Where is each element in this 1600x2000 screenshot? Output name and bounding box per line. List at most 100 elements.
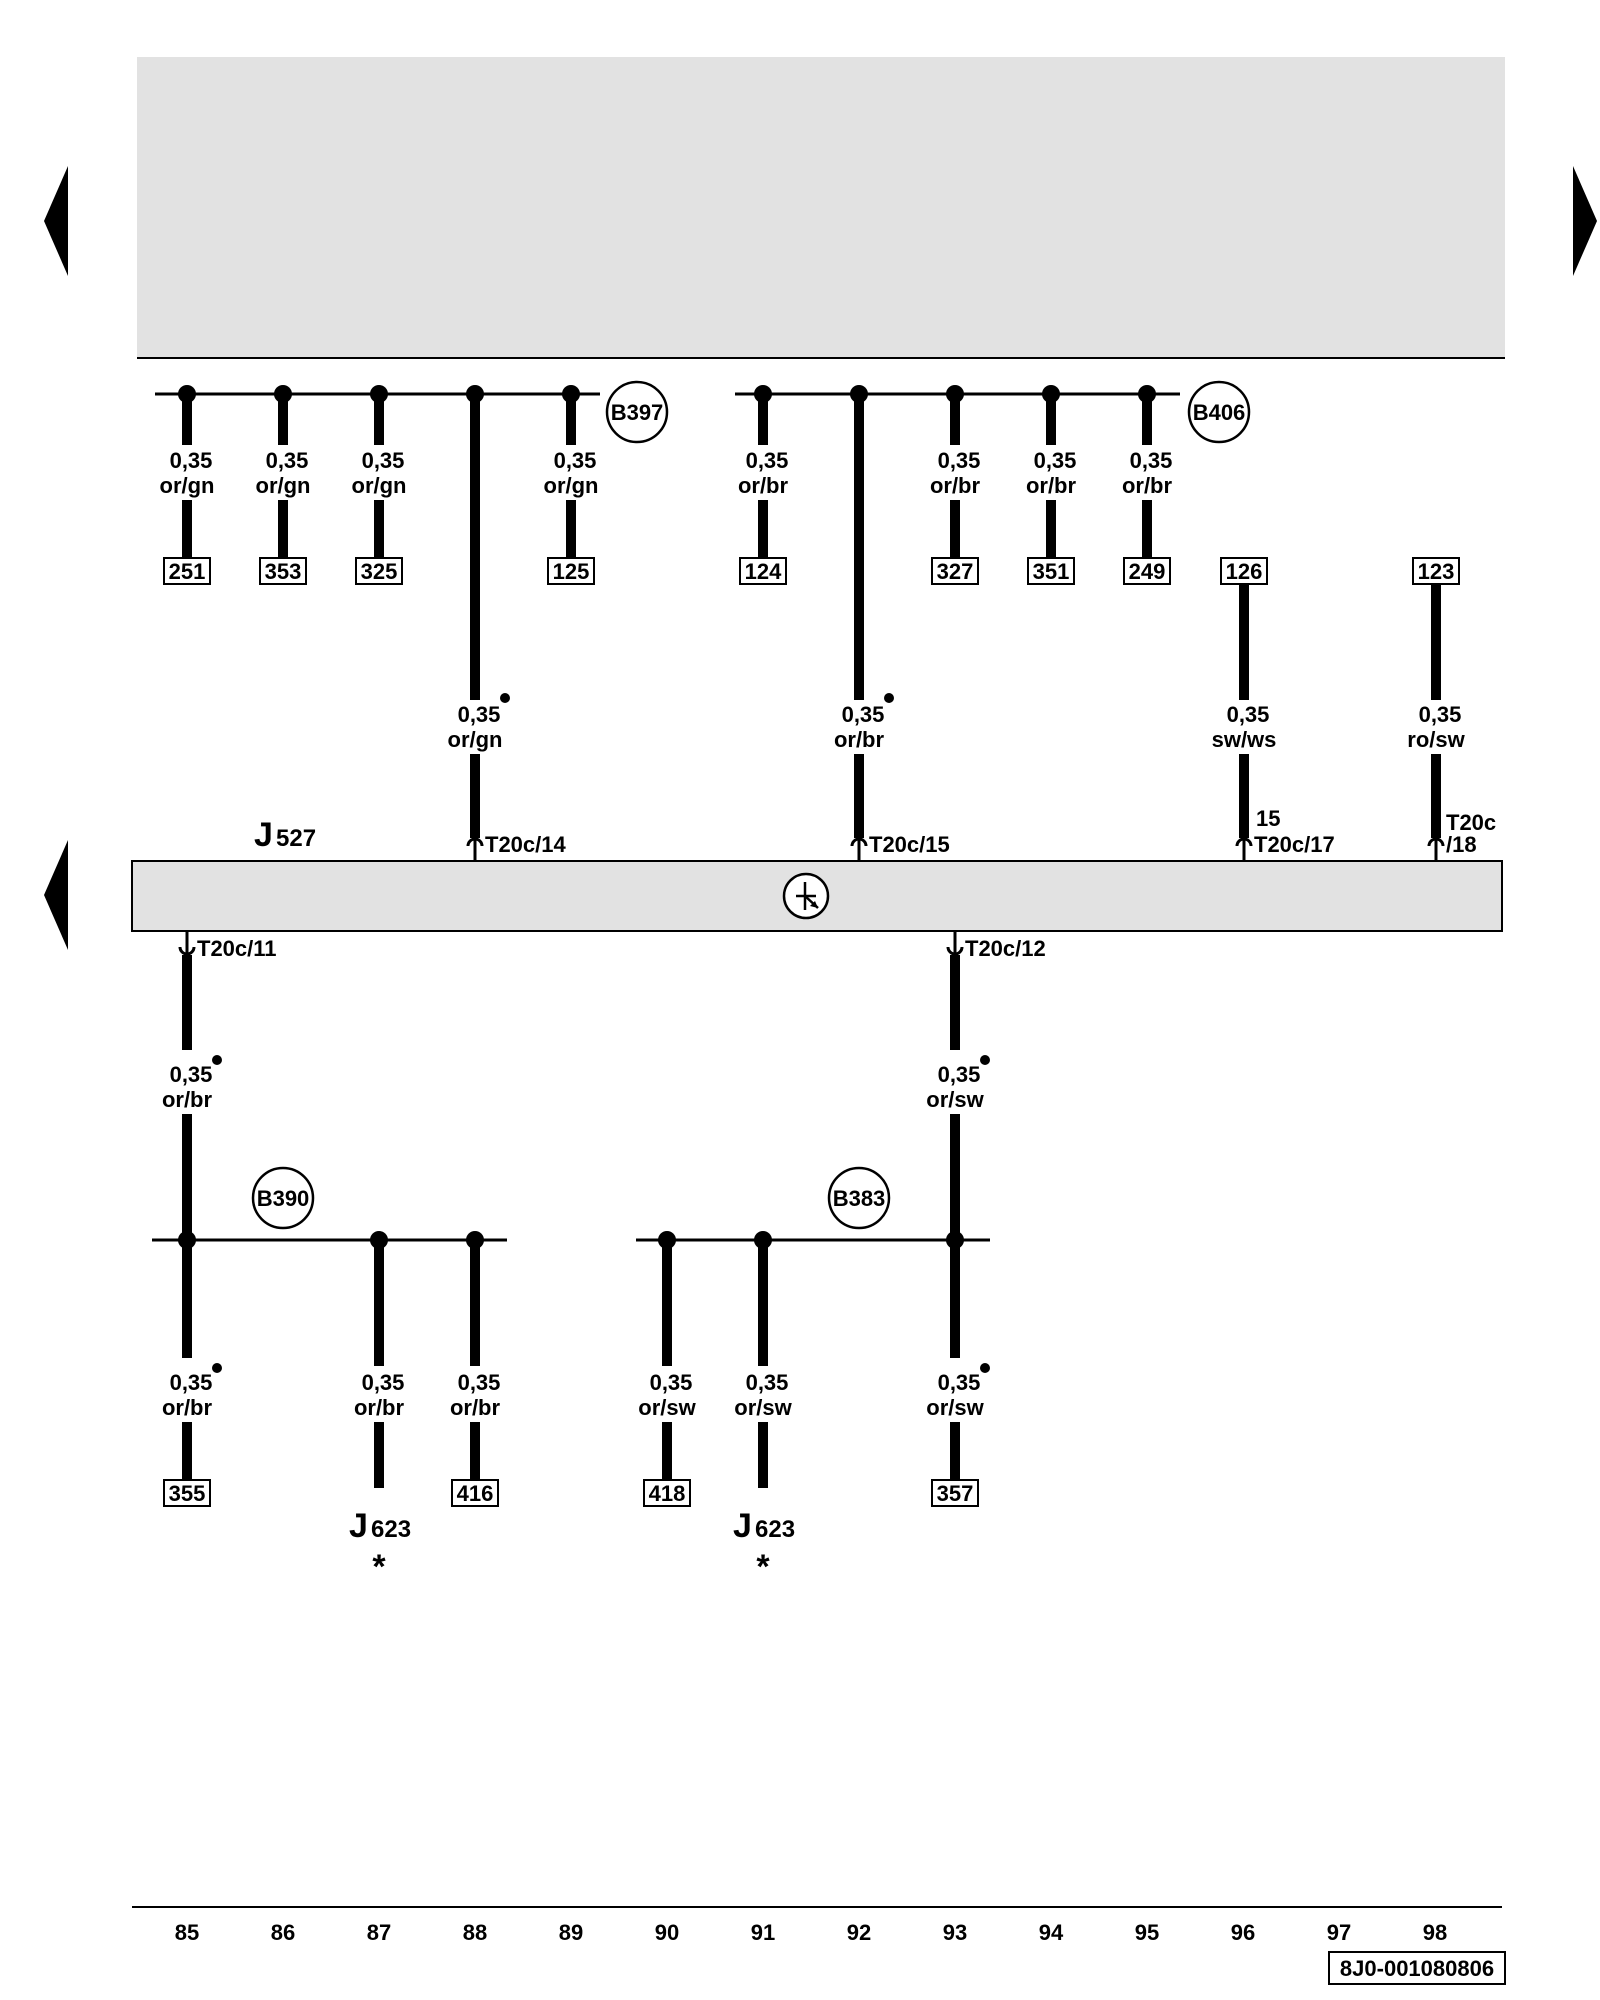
wire-ref: 123	[1418, 559, 1455, 584]
diagram-id-box: 8J0-001080806	[1328, 1951, 1506, 1985]
triangle-left-icon[interactable]	[44, 840, 68, 950]
wire-ref: 325	[361, 559, 398, 584]
wire-size: 0,35	[746, 448, 789, 473]
wire-size: 0,35	[554, 448, 597, 473]
component-number: 623	[371, 1516, 411, 1543]
triangle-left-icon[interactable]	[44, 166, 68, 276]
column-number: 98	[1423, 1920, 1447, 1945]
column-number: 89	[559, 1920, 583, 1945]
wire-ref: 327	[937, 559, 974, 584]
column-number: 88	[463, 1920, 487, 1945]
wire-color: or/br	[930, 473, 981, 498]
column-number: 93	[943, 1920, 967, 1945]
wire-89-top: 0,35 or/gn 125	[544, 385, 599, 585]
wire-color: or/gn	[256, 473, 311, 498]
column-number: 97	[1327, 1920, 1351, 1945]
wire-color: or/br	[738, 473, 789, 498]
wire-ref: 357	[937, 1481, 974, 1506]
wire-95-top: 0,35 or/br 249	[1122, 385, 1173, 585]
column-number: 94	[1039, 1920, 1064, 1945]
column-number: 87	[367, 1920, 391, 1945]
component-name: J	[349, 1507, 368, 1545]
wire-size: 0,35	[1227, 702, 1270, 727]
footnote-mark: *	[756, 1548, 770, 1586]
wire-93-mid: T20c/12 0,35 or/sw	[926, 931, 1046, 1240]
wire-size: 0,35	[458, 702, 501, 727]
column-number: 86	[271, 1920, 295, 1945]
wire-size: 0,35	[938, 448, 981, 473]
wire-ref: 416	[457, 1481, 494, 1506]
wire-87-top: 0,35 or/gn 325	[352, 385, 407, 585]
wire-color: or/br	[450, 1395, 501, 1420]
connector-terminal: 15	[1256, 806, 1280, 831]
wire-size: 0,35	[842, 702, 885, 727]
wire-85-top: 0,35 or/gn 251	[160, 385, 215, 585]
wire-color: or/gn	[544, 473, 599, 498]
wire-ref: 125	[553, 559, 590, 584]
wire-87-bottom: 0,35 or/br J 623 *	[349, 1231, 411, 1586]
wire-size: 0,35	[362, 448, 405, 473]
junction-b397: B397	[605, 380, 669, 444]
wire-color: or/sw	[638, 1395, 696, 1420]
connector-pin: T20c/14	[485, 832, 566, 857]
wire-91-top: 0,35 or/br 124	[738, 385, 789, 585]
wire-size: 0,35	[650, 1370, 693, 1395]
column-numbers: 85 86 87 88 89 90 91 92 93 94 95 96 97 9…	[175, 1920, 1447, 1945]
wire-color: or/br	[834, 727, 885, 752]
top-panel	[137, 57, 1505, 357]
wire-color: or/gn	[448, 727, 503, 752]
wire-98: 123 0,35 ro/sw T20c /18	[1407, 557, 1496, 862]
wire-size: 0,35	[170, 1370, 213, 1395]
column-number: 85	[175, 1920, 199, 1945]
wire-85-mid: T20c/11 0,35 or/br	[162, 931, 277, 1240]
junction-label: B383	[833, 1186, 886, 1211]
wire-size: 0,35	[458, 1370, 501, 1395]
wire-94-top: 0,35 or/br 351	[1026, 385, 1077, 585]
wire-96: 126 0,35 sw/ws 15 T20c/17	[1212, 557, 1335, 862]
wire-size: 0,35	[170, 448, 213, 473]
footnote-mark: *	[372, 1548, 386, 1586]
wire-color: or/sw	[926, 1087, 984, 1112]
connector-pin: T20c	[1446, 810, 1496, 835]
wire-color: or/br	[162, 1087, 213, 1112]
wire-88-top: 0,35 or/gn T20c/14	[448, 385, 566, 862]
wire-size: 0,35	[170, 1062, 213, 1087]
diagram-id: 8J0-001080806	[1340, 1956, 1494, 1981]
wire-size: 0,35	[1419, 702, 1462, 727]
wire-color: or/br	[162, 1395, 213, 1420]
circled-transistor-icon	[782, 872, 830, 920]
wire-93-top: 0,35 or/br 327	[930, 385, 981, 585]
connector-pin: T20c/11	[197, 936, 277, 961]
wire-color: sw/ws	[1212, 727, 1277, 752]
wire-ref: 251	[169, 559, 206, 584]
wire-size: 0,35	[938, 1370, 981, 1395]
wire-size: 0,35	[362, 1370, 405, 1395]
wire-color: or/br	[354, 1395, 405, 1420]
wire-color: or/br	[1122, 473, 1173, 498]
junction-b383: B383	[827, 1166, 891, 1230]
wire-size: 0,35	[938, 1062, 981, 1087]
wire-ref: 124	[745, 559, 782, 584]
triangle-right-icon[interactable]	[1573, 166, 1597, 276]
component-name: J	[733, 1507, 752, 1545]
column-number: 91	[751, 1920, 775, 1945]
wire-color: or/sw	[734, 1395, 792, 1420]
junction-label: B397	[611, 400, 664, 425]
wire-color: or/gn	[352, 473, 407, 498]
wire-ref: 353	[265, 559, 302, 584]
connector-pin: T20c/15	[869, 832, 950, 857]
junction-label: B390	[257, 1186, 310, 1211]
connector-pin: /18	[1446, 832, 1477, 857]
column-number: 92	[847, 1920, 871, 1945]
wire-92-top: 0,35 or/br T20c/15	[834, 385, 950, 862]
wire-size: 0,35	[1130, 448, 1173, 473]
wire-size: 0,35	[1034, 448, 1077, 473]
column-number: 90	[655, 1920, 679, 1945]
wire-color: or/sw	[926, 1395, 984, 1420]
wire-85-bottom: 0,35 or/br 355	[162, 1231, 222, 1507]
wire-ref: 351	[1033, 559, 1070, 584]
component-number: 623	[755, 1516, 795, 1543]
wire-ref: 355	[169, 1481, 206, 1506]
wire-size: 0,35	[266, 448, 309, 473]
